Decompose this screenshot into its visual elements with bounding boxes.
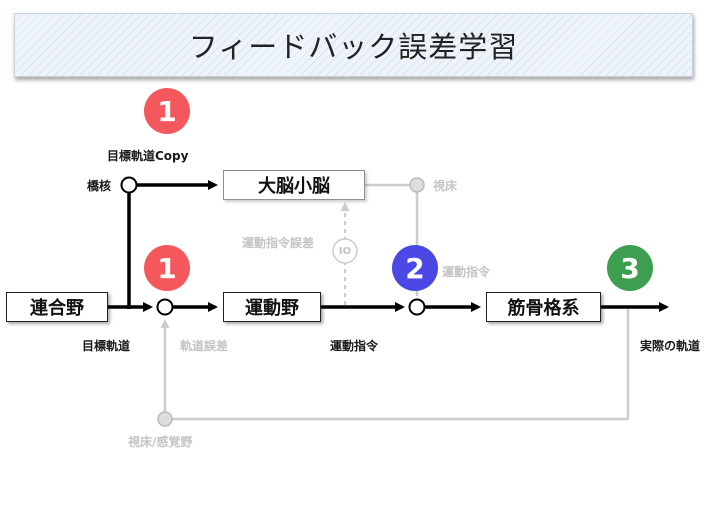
label-pontine: 橋核 bbox=[87, 179, 112, 193]
pontine-node-icon bbox=[120, 176, 138, 194]
page-title: フィードバック誤差学習 bbox=[188, 30, 519, 64]
io-node-icon bbox=[332, 238, 358, 264]
label-sensory: 視床/感覚野 bbox=[128, 435, 193, 449]
label-target-trajectory: 目標軌道 bbox=[82, 339, 131, 353]
block-cerebellum: 大脳小脳 bbox=[223, 170, 365, 200]
thalamus-node-icon bbox=[409, 177, 425, 193]
trajectory-error-junction-icon bbox=[156, 298, 174, 316]
label-thalamus: 視床 bbox=[433, 179, 458, 193]
step-badge-2: 2 bbox=[392, 245, 438, 291]
label-target-copy: 目標軌道Copy bbox=[107, 149, 189, 163]
motor-command-junction-icon bbox=[408, 298, 426, 316]
block-motor-cortex: 運動野 bbox=[223, 292, 321, 322]
block-musculoskeletal: 筋骨格系 bbox=[486, 292, 601, 322]
label-actual-trajectory: 実際の軌道 bbox=[640, 339, 701, 353]
step-badge-1-bottom: 1 bbox=[144, 245, 190, 291]
label-motor-error: 運動指令誤差 bbox=[242, 236, 315, 250]
step-badge-1-top: 1 bbox=[144, 88, 190, 134]
block-rengoya: 連合野 bbox=[6, 292, 108, 322]
label-io: IO bbox=[338, 246, 352, 257]
sensory-node-icon bbox=[157, 411, 173, 427]
label-motor-command-lower: 運動指令 bbox=[330, 339, 379, 353]
step-badge-3: 3 bbox=[607, 245, 653, 291]
label-trajectory-error: 軌道誤差 bbox=[180, 339, 229, 353]
title-banner: フィードバック誤差学習 bbox=[14, 13, 693, 77]
label-motor-command-upper: 運動指令 bbox=[442, 265, 491, 279]
